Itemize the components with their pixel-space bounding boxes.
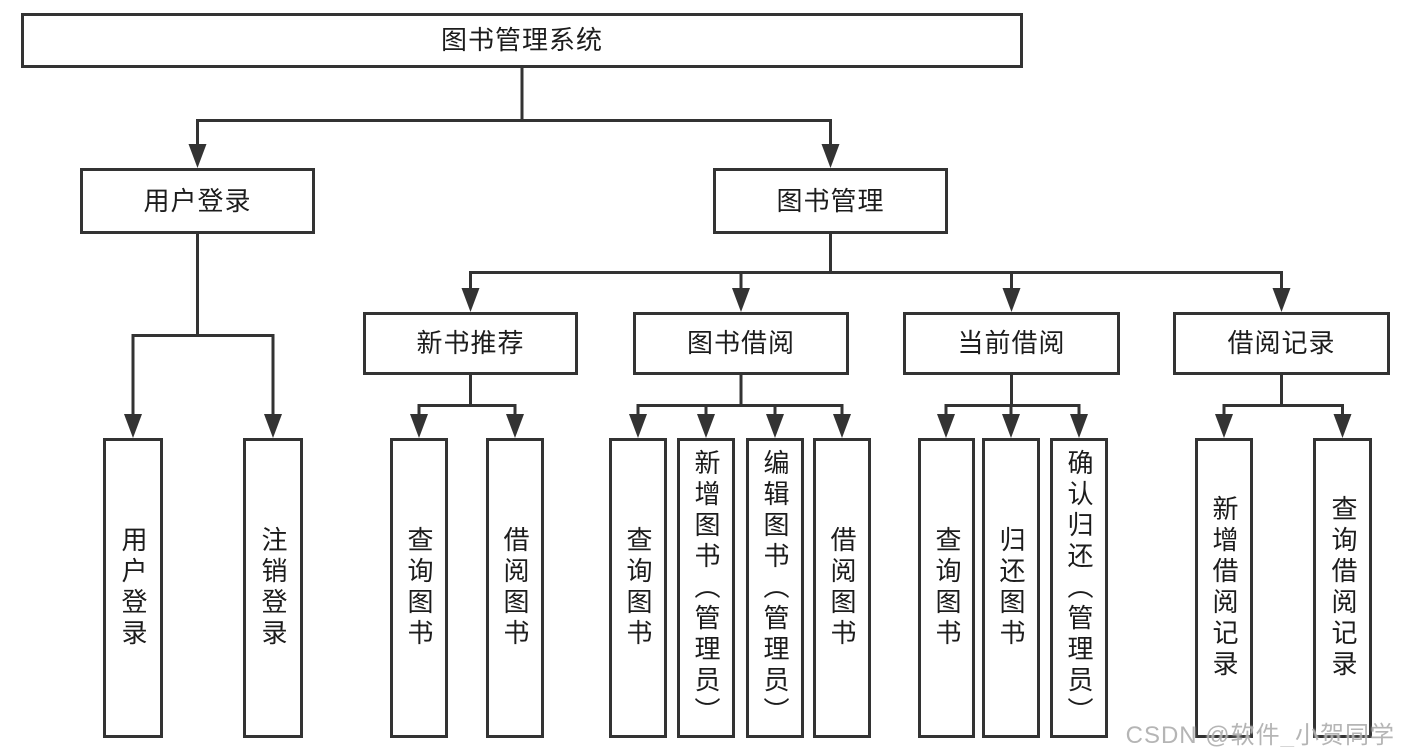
leaf-edit-books-admin: 编辑图书（管理员） [746,438,804,738]
leaf-current-query-books: 查询图书 [918,438,975,738]
leaf-add-borrow-record: 新增借阅记录 [1195,438,1253,738]
leaf-recommend-borrow-books: 借阅图书 [486,438,544,738]
leaf-recommend-query-books: 查询图书 [390,438,448,738]
node-user-login: 用户登录 [80,168,315,234]
csdn-watermark: CSDN @软件_小贺同学 [1125,722,1395,747]
node-new-book-recommend: 新书推荐 [363,312,578,375]
leaf-borrowing-query-books: 查询图书 [609,438,667,738]
leaf-user-login: 用户登录 [103,438,163,738]
node-book-management: 图书管理 [713,168,948,234]
node-library-management-system: 图书管理系统 [21,13,1023,68]
leaf-logout: 注销登录 [243,438,303,738]
leaf-borrow-books: 借阅图书 [813,438,871,738]
leaf-return-books: 归还图书 [982,438,1040,738]
node-book-borrowing: 图书借阅 [633,312,849,375]
leaf-add-books-admin: 新增图书（管理员） [677,438,735,738]
leaf-confirm-return-admin: 确认归还（管理员） [1050,438,1108,738]
connector-paths [131,68,1344,418]
node-borrow-records: 借阅记录 [1173,312,1390,375]
node-current-borrowing: 当前借阅 [903,312,1120,375]
leaf-query-borrow-record: 查询借阅记录 [1313,438,1372,738]
